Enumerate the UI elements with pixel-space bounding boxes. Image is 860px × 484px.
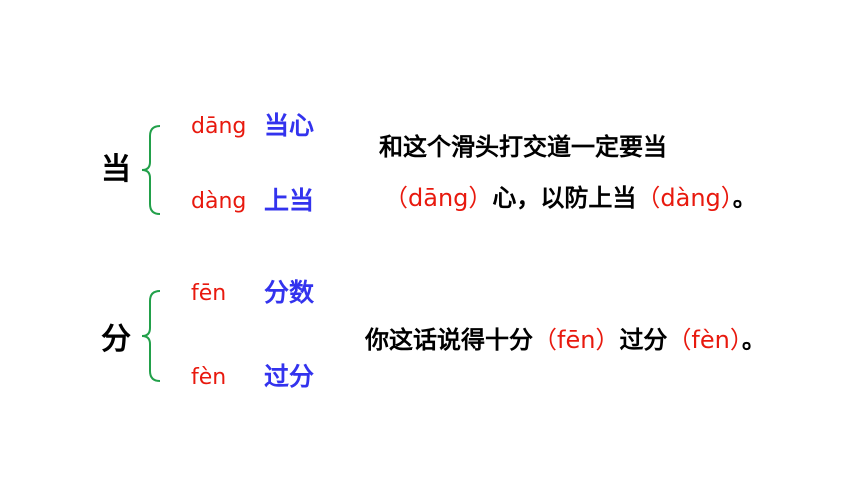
pinyin-dang-1: dāng — [191, 114, 247, 139]
sentence-dang-pinyin2: （dàng） — [636, 184, 733, 212]
word-dangxin: 当心 — [264, 111, 315, 140]
sentence-fen-pinyin2: （fèn） — [667, 326, 742, 354]
sentence-fen-text1: 你这话说得十分 — [365, 326, 533, 354]
sentence-fen: 你这话说得十分（fēn）过分（fèn）。 — [365, 328, 766, 352]
pinyin-fen-1: fēn — [191, 281, 227, 306]
sentence-dang-end: 。 — [732, 184, 757, 212]
sentence-dang-line2: （dāng）心，以防上当（dàng）。 — [384, 186, 757, 210]
word-guofen: 过分 — [264, 362, 315, 391]
sentence-dang-text2: 心，以防上当 — [492, 184, 637, 212]
char-dang: 当 — [101, 152, 131, 187]
char-fen: 分 — [101, 322, 131, 357]
sentence-dang-pinyin1: （dāng） — [384, 184, 493, 212]
sentence-dang-line1: 和这个滑头打交道一定要当 — [379, 133, 667, 161]
sentence-fen-pinyin1: （fēn） — [533, 326, 620, 354]
word-fenshu: 分数 — [264, 278, 315, 307]
pinyin-fen-4: fèn — [191, 365, 227, 390]
brace-dang — [141, 125, 161, 215]
pinyin-dang-4: dàng — [191, 189, 247, 214]
sentence-fen-text2: 过分 — [619, 326, 668, 354]
brace-fen — [141, 290, 161, 382]
word-shangdang: 上当 — [264, 186, 315, 215]
sentence-fen-end: 。 — [741, 326, 766, 354]
